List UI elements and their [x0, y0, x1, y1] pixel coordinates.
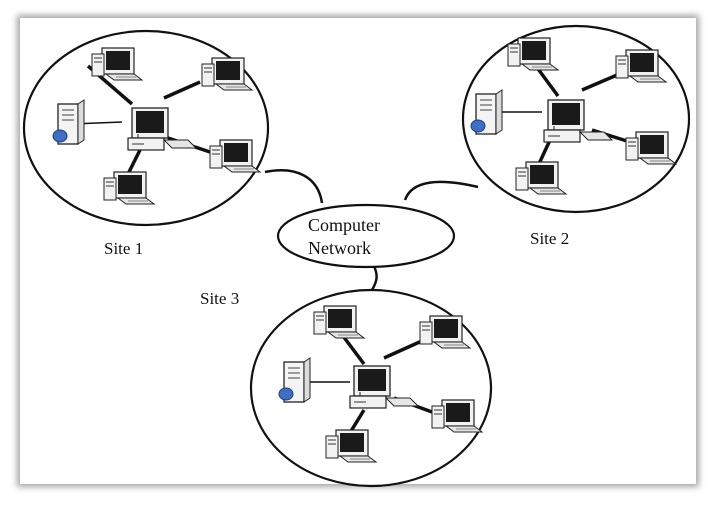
network-cloud — [276, 203, 456, 269]
server-icon — [278, 357, 311, 403]
site-2-cluster — [461, 24, 691, 214]
link-site2 — [403, 180, 479, 201]
server-icon — [470, 89, 503, 135]
network-label-line1: Computer — [308, 215, 380, 235]
link-site1 — [264, 169, 324, 204]
site-1-label: Site 1 — [104, 239, 143, 258]
computer-network-node: Computer Network — [276, 203, 456, 269]
site-3-cluster — [249, 288, 493, 488]
server-icon — [52, 99, 85, 145]
site-3-label: Site 3 — [200, 289, 239, 308]
network-label-line2: Network — [308, 238, 371, 258]
site-2-label: Site 2 — [530, 229, 569, 248]
site-1-cluster — [22, 29, 270, 227]
